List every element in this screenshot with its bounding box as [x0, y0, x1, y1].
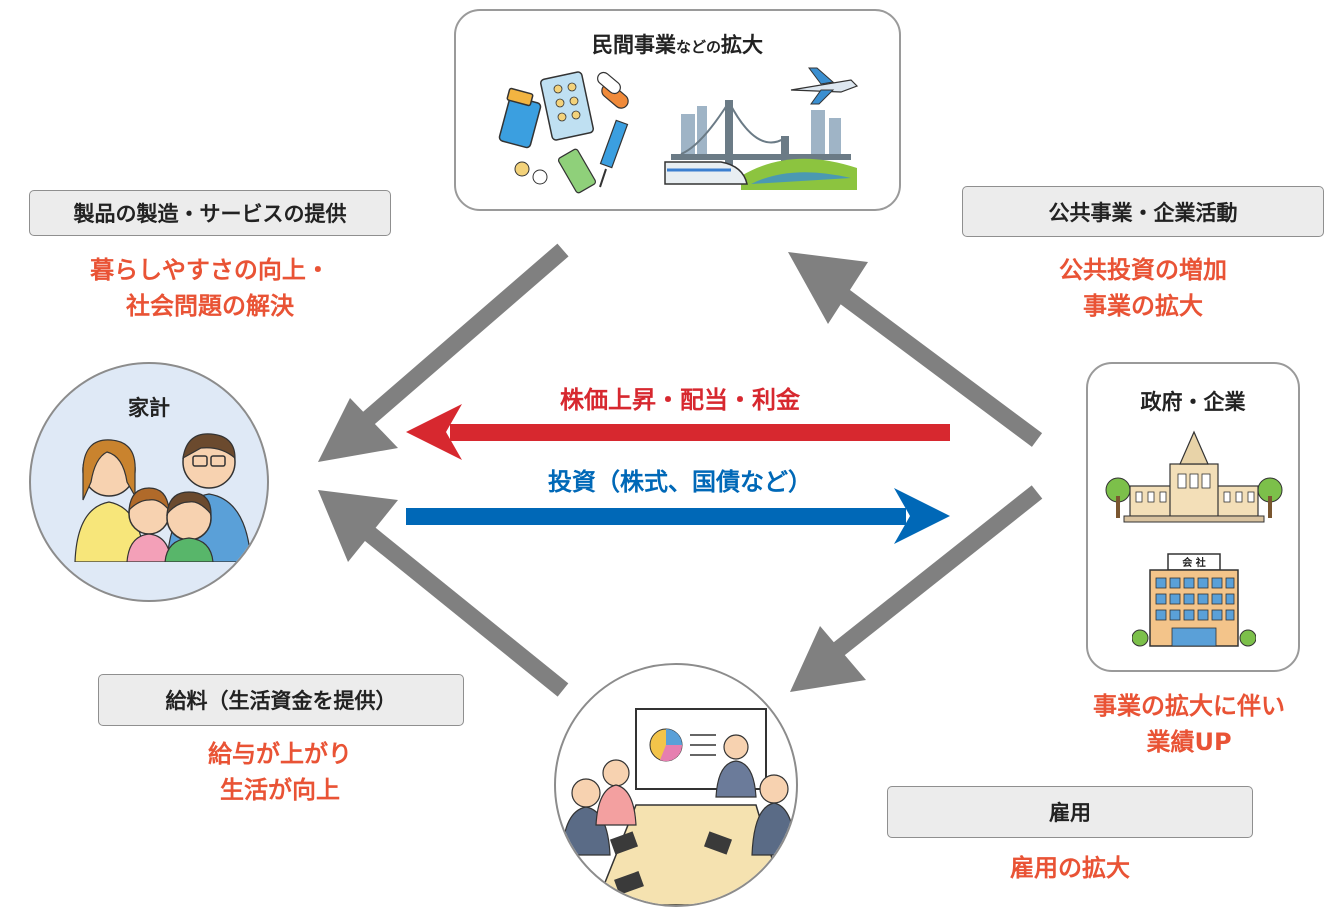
- public-investment-line-2: 事業の拡大: [1083, 292, 1203, 320]
- arrow-meeting-to-household: [318, 490, 569, 697]
- red-arrow: [406, 404, 950, 460]
- salary-benefit-line-2: 生活が向上: [220, 776, 340, 804]
- household-benefit-line-2: 社会問題の解決: [126, 292, 294, 320]
- arrow-top-to-household: [318, 243, 569, 462]
- private-business-title: 民間事業などの拡大: [591, 33, 763, 57]
- salary-benefit-text: 給与が上がり 生活が向上: [120, 736, 440, 808]
- business-results-line-1: 事業の拡大に伴い: [1093, 692, 1285, 720]
- business-results-text: 事業の拡大に伴い 業績UP: [1052, 688, 1326, 760]
- parliament-icon: [1105, 430, 1283, 523]
- private-business-box: 民間事業などの拡大: [454, 9, 901, 211]
- household-benefit-line-1: 暮らしやすさの向上・: [90, 256, 330, 284]
- blue-arrow: [406, 488, 950, 544]
- government-company-box: 政府・企業 会 社: [1086, 362, 1300, 672]
- meeting-circle: [554, 663, 798, 907]
- arrow-government-to-top: [788, 252, 1043, 447]
- infrastructure-illustration: [664, 67, 859, 190]
- salary-label: 給料（生活資金を提供）: [98, 674, 464, 726]
- red-arrow-label: 株価上昇・配当・利金: [560, 386, 800, 414]
- arrow-government-to-meeting: [790, 485, 1043, 692]
- employment-benefit-text: 雇用の拡大: [887, 850, 1253, 886]
- government-company-title: 政府・企業: [1140, 390, 1246, 414]
- public-business-label: 公共事業・企業活動: [962, 186, 1324, 237]
- product-service-label: 製品の製造・サービスの提供: [29, 190, 391, 236]
- household-circle: 家計: [29, 362, 269, 602]
- public-investment-line-1: 公共投資の増加: [1059, 256, 1227, 284]
- company-building-icon: 会 社: [1132, 553, 1256, 647]
- family-illustration: [74, 433, 251, 562]
- household-benefit-text: 暮らしやすさの向上・ 社会問題の解決: [40, 252, 380, 324]
- meeting-illustration: [561, 708, 796, 905]
- employment-benefit-line-1: 雇用の拡大: [1010, 854, 1130, 882]
- public-investment-text: 公共投資の増加 事業の拡大: [970, 252, 1316, 324]
- medicine-illustration: [498, 71, 629, 194]
- salary-benefit-line-1: 給与が上がり: [208, 740, 352, 768]
- household-title: 家計: [128, 396, 170, 420]
- business-results-line-2: 業績UP: [1146, 728, 1232, 756]
- blue-arrow-label: 投資（株式、国債など）: [548, 468, 812, 496]
- employment-label: 雇用: [887, 786, 1253, 838]
- company-sign: 会 社: [1182, 556, 1205, 569]
